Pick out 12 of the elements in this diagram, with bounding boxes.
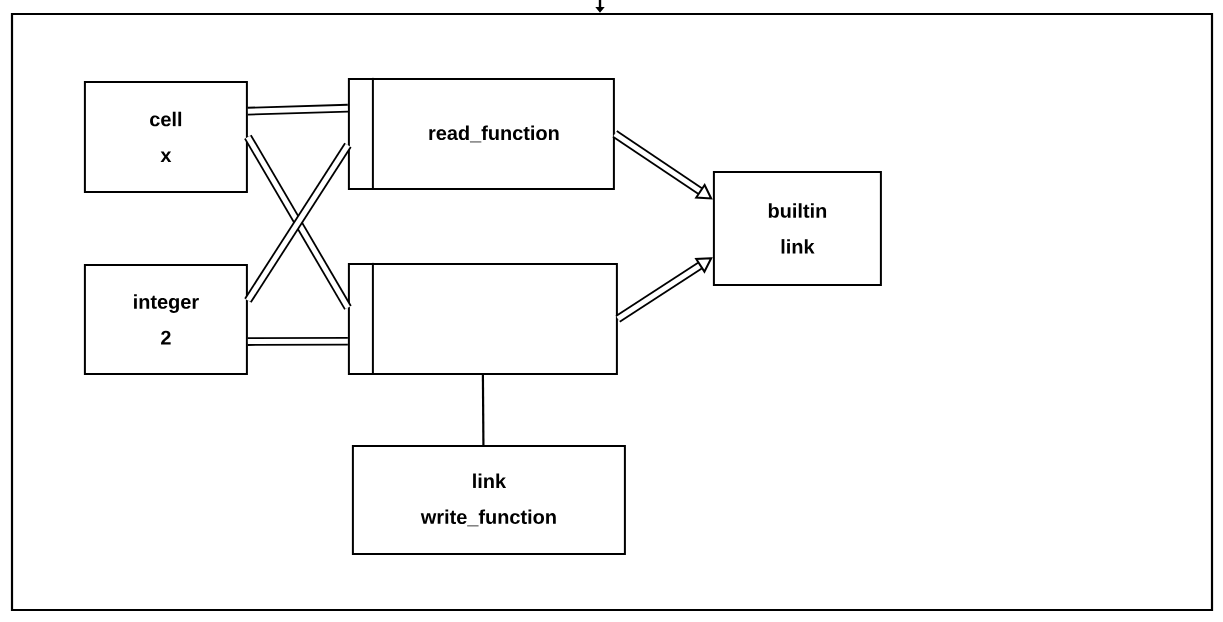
process-box: integer 2 xyxy=(83,263,248,375)
process-box: read_function xyxy=(347,76,615,191)
process-box: link write_function xyxy=(351,444,626,555)
connector xyxy=(247,337,348,346)
connector xyxy=(481,374,485,445)
process-box: cell x xyxy=(83,80,248,193)
connector xyxy=(247,103,349,116)
frame-box xyxy=(10,12,1214,612)
connector xyxy=(615,257,713,323)
process-box: builtin link xyxy=(712,170,882,286)
connector xyxy=(612,130,713,200)
process-box xyxy=(347,261,618,376)
